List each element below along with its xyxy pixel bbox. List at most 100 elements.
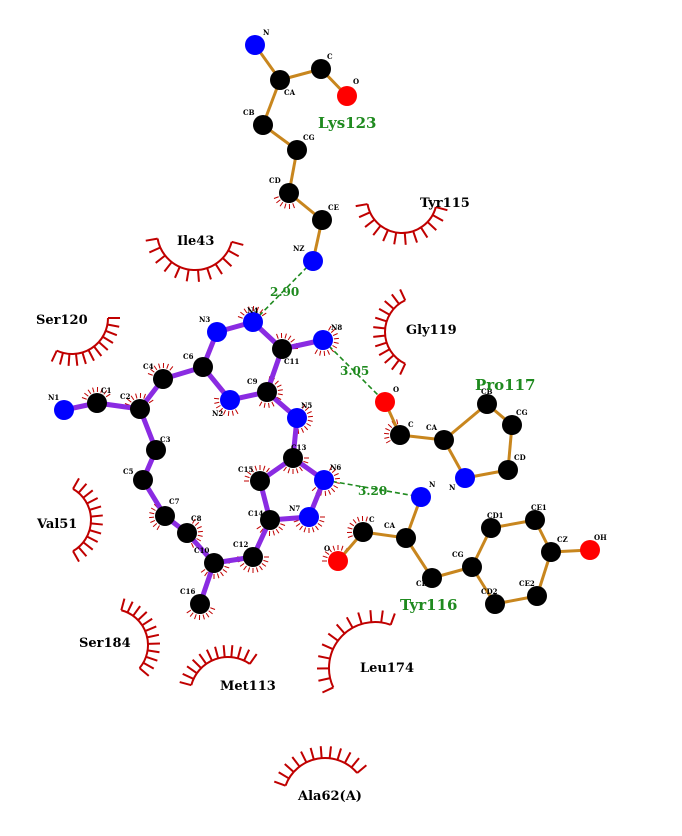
contact-tick	[324, 490, 327, 496]
hydrophobic-spoke	[185, 269, 190, 282]
hydrophobic-spoke	[403, 232, 407, 245]
atom-label: N1	[48, 393, 59, 402]
ligand-atom-c4	[153, 369, 173, 389]
atom-label: CE	[328, 203, 339, 212]
contact-tick	[158, 363, 161, 369]
contact-tick	[314, 349, 318, 355]
hydrophobic-spoke	[50, 350, 58, 362]
hydrophobic-spoke	[90, 514, 103, 518]
residue-label: Tyr115	[420, 196, 470, 211]
residue-atom-cd1	[481, 518, 501, 538]
hydrophobic-spoke	[357, 612, 363, 625]
residue-atom-nz	[303, 251, 323, 271]
hydrophobic-spoke	[72, 477, 80, 490]
contact-tick	[153, 365, 158, 371]
atom-label: N3	[199, 315, 210, 324]
hydrophobic-spoke	[322, 686, 334, 694]
contact-tick	[254, 465, 258, 471]
contact-tick	[130, 395, 135, 401]
contact-tick	[276, 396, 282, 400]
atom-label: NZ	[293, 244, 305, 253]
residue-label: Ile43	[177, 234, 214, 249]
contact-tick	[292, 203, 295, 209]
hydrophobic-spoke	[358, 211, 371, 219]
contact-tick	[135, 393, 138, 399]
hydrophobic-spoke	[350, 757, 360, 769]
hydrogen-bond	[322, 339, 386, 403]
hydrophobic-spoke	[384, 354, 395, 364]
hydrophobic-spoke	[141, 617, 153, 627]
atom-label: C9	[247, 377, 258, 386]
residue-label: Ala62(A)	[297, 789, 362, 804]
contact-tick	[357, 516, 360, 522]
contact-tick	[87, 389, 92, 395]
ligand-atom-c7	[155, 506, 175, 526]
contact-tick	[196, 538, 202, 542]
atom-label: O	[393, 385, 399, 394]
contact-tick	[327, 349, 330, 355]
contact-tick	[246, 471, 252, 475]
contact-tick	[385, 440, 391, 444]
contact-tick	[303, 425, 309, 431]
ligand-atom-c9	[257, 382, 277, 402]
hydrophobic-spoke	[222, 645, 226, 658]
contact-tick	[259, 528, 264, 533]
contact-tick	[275, 528, 280, 534]
contact-tick	[328, 489, 331, 495]
atom-label: C4	[143, 362, 154, 371]
contact-tick	[244, 475, 250, 479]
residue-atom-cg	[287, 140, 307, 160]
contact-tick	[189, 612, 194, 617]
hydrophobic-spoke	[186, 665, 198, 675]
contact-tick	[385, 428, 391, 431]
contact-tick	[218, 407, 224, 413]
contact-tick	[186, 609, 192, 614]
hydrophobic-spoke	[105, 329, 118, 337]
hydrophobic-spoke	[163, 261, 173, 273]
contact-tick	[266, 467, 270, 473]
atom-label: CB	[243, 108, 255, 117]
hydrophobic-spoke	[146, 633, 160, 639]
hydrogen-bond	[323, 479, 422, 498]
ligand-atom-c5	[133, 470, 153, 490]
contact-tick	[149, 512, 155, 515]
hydrophobic-spoke	[420, 226, 429, 239]
atom-label: CG	[516, 408, 528, 417]
residue-atom-n	[455, 468, 475, 488]
hydrophobic-spoke	[374, 316, 387, 323]
residue-atom-c	[390, 425, 410, 445]
atom-label: C16	[180, 587, 195, 596]
hydrophobic-spoke	[319, 746, 323, 759]
contact-tick	[214, 401, 220, 404]
contact-tick	[304, 406, 310, 412]
residue-label: Val51	[36, 517, 77, 532]
hydrophobic-arc	[156, 238, 233, 271]
contact-tick	[81, 397, 87, 400]
residue-label: Met113	[220, 679, 276, 694]
hydrophobic-arc	[56, 317, 109, 355]
contact-tick	[384, 432, 390, 435]
hydrophobic-spoke	[132, 605, 141, 617]
atom-label: C1	[101, 386, 112, 395]
contact-tick	[231, 410, 234, 416]
contact-ticks	[81, 196, 399, 621]
hydrophobic-spoke	[89, 505, 102, 511]
contact-tick	[299, 466, 303, 472]
contact-tick	[396, 419, 399, 425]
contact-tick	[311, 527, 315, 533]
contact-tick	[148, 399, 154, 404]
contact-tick	[261, 312, 267, 317]
hydrophobic-spoke	[278, 771, 290, 780]
hydrophobic-spoke	[191, 658, 202, 669]
hydrophobic-spoke	[82, 489, 94, 499]
atom-label: C15	[238, 465, 253, 474]
hydrophobic-spoke	[81, 352, 87, 365]
hydrophobic-spoke	[86, 535, 99, 543]
hbond-distance-label: 3.20	[358, 484, 387, 498]
contact-tick	[100, 387, 103, 393]
hydrophobic-spoke	[426, 221, 437, 231]
hydrophobic-spoke	[236, 646, 242, 659]
contact-tick	[191, 542, 194, 548]
contact-tick	[322, 555, 328, 559]
hydrophobic-contact-met113	[179, 645, 258, 687]
